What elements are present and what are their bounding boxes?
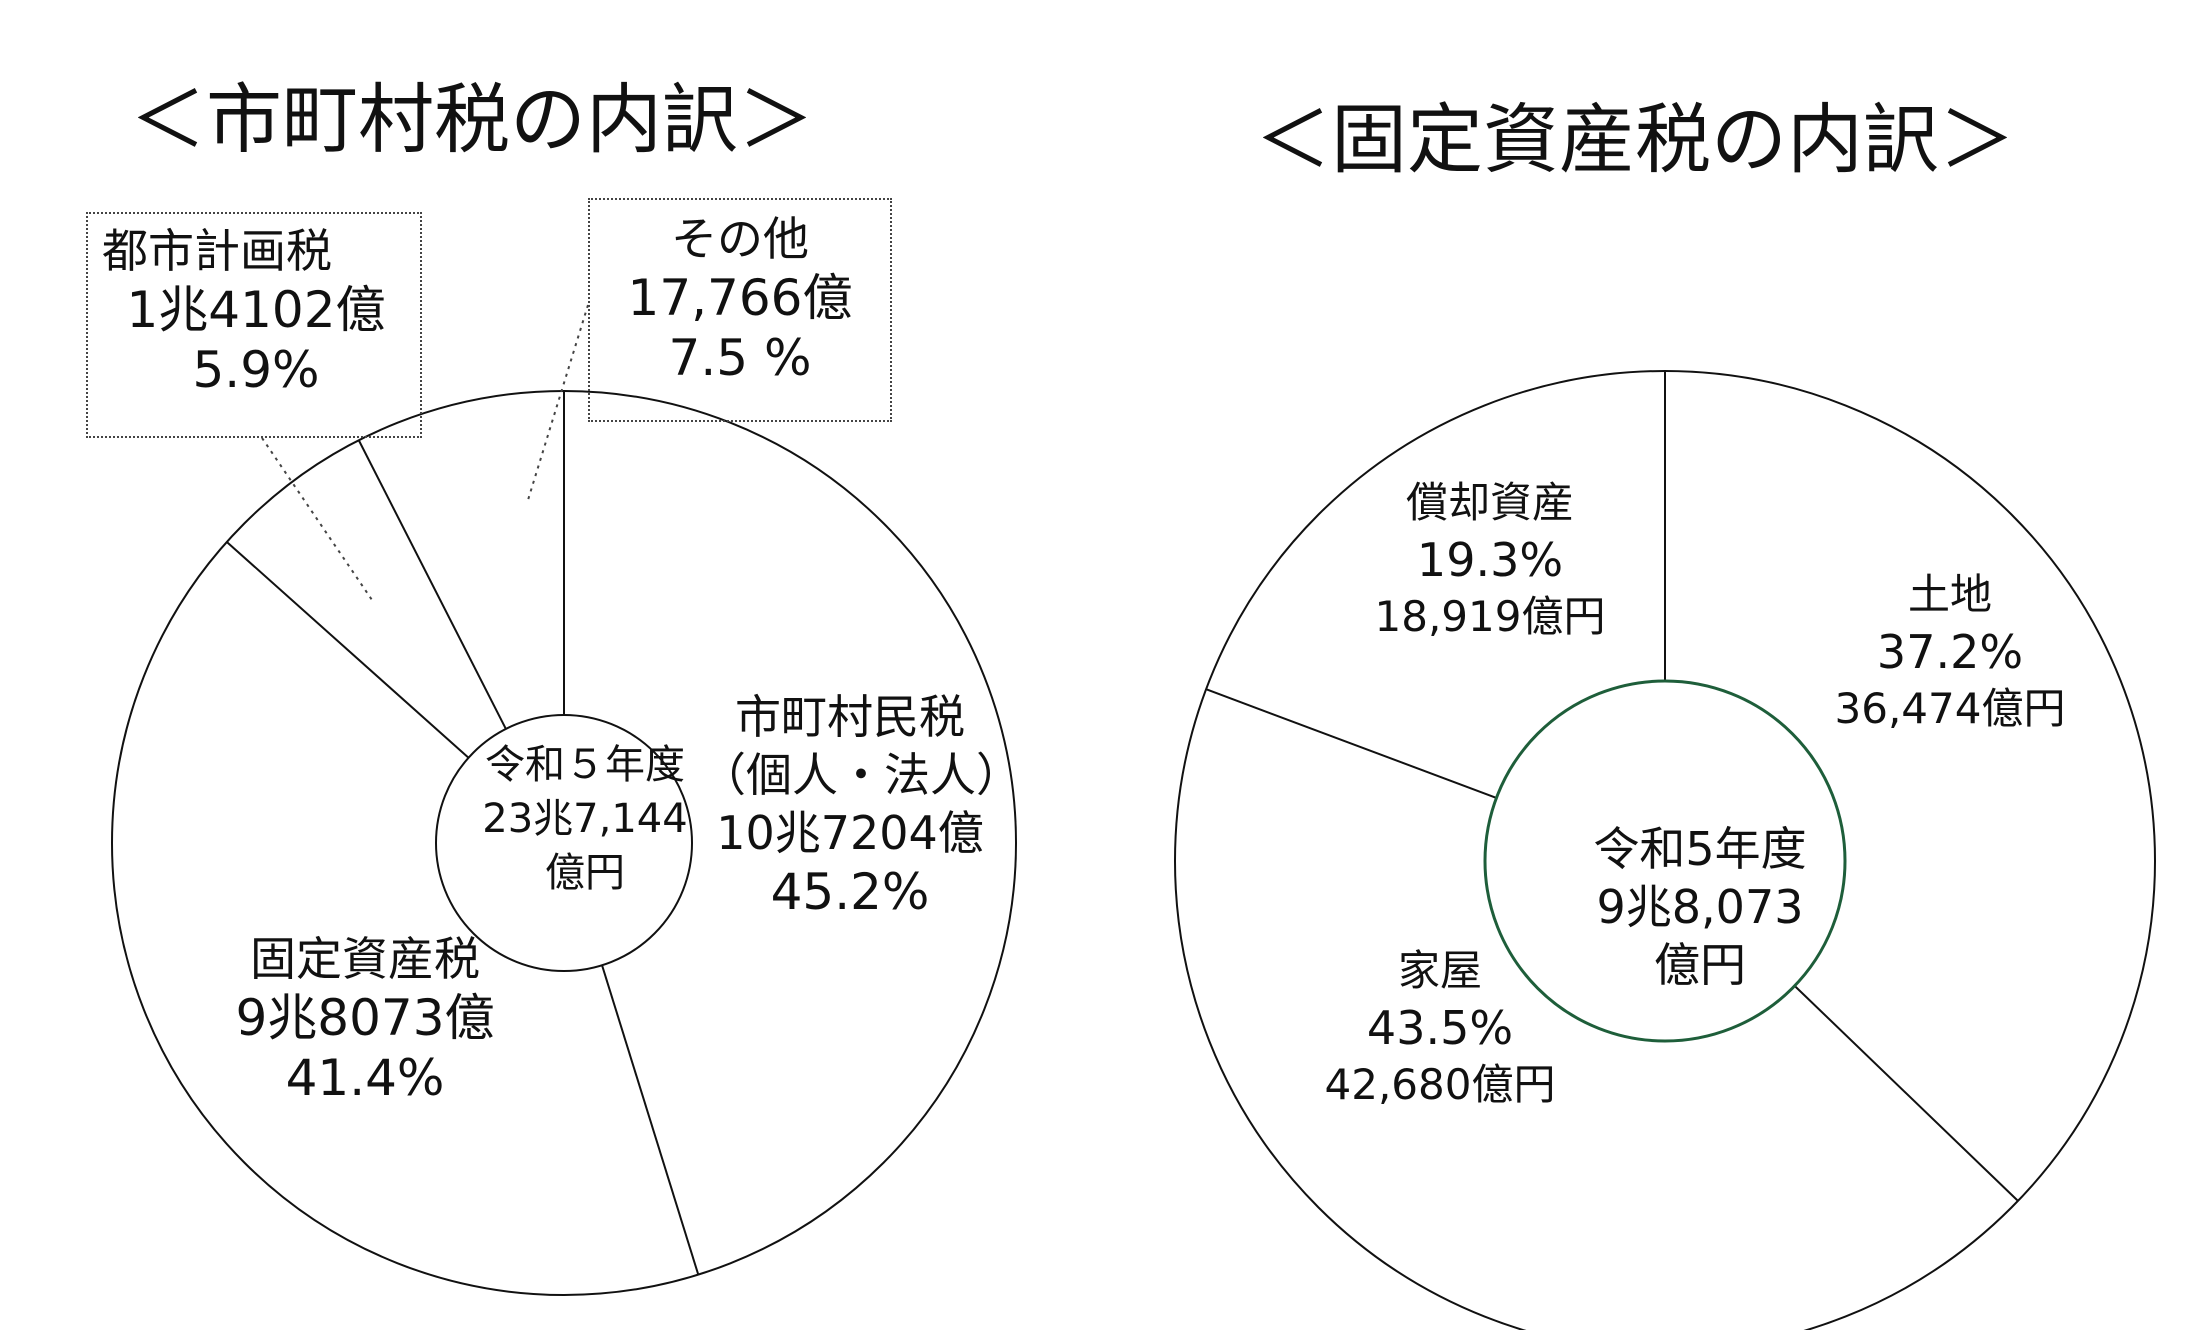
kotei-label: 固定資産税 9兆8073億 41.4% (200, 930, 530, 1108)
right-center-line-2: 9兆8,073 (1596, 880, 1804, 934)
left-pie-slice-boundary-3 (357, 439, 507, 730)
right-pie-chart (1174, 370, 2156, 1330)
shimin-percent: 45.2% (770, 863, 930, 921)
left-center-line-3: 億円 (545, 850, 625, 896)
right-center-line-1: 令和5年度 (1593, 822, 1807, 876)
tochi-percent: 37.2% (1876, 625, 2024, 679)
left-pie-chart (111, 304, 1017, 1296)
kotei-amount: 9兆8073億 (235, 989, 495, 1047)
shimin-name-sub: （個人・法人） (700, 748, 1022, 802)
shokyaku-percent: 19.3% (1416, 533, 1564, 587)
left-pie-slice-boundary-1 (601, 964, 700, 1275)
left-center-line-1: 令和５年度 (485, 742, 685, 788)
shokyaku-amount: 18,919億円 (1374, 592, 1606, 641)
shimin-name: 市町村民税 (735, 690, 965, 744)
left-center-line-2: 23兆7,144 (482, 796, 688, 842)
toshi-callout-box (86, 212, 422, 438)
tochi-amount: 36,474億円 (1834, 684, 2066, 733)
tochi-label: 土地 37.2% 36,474億円 (1800, 566, 2100, 738)
right-pie-slice-boundary-2 (1205, 688, 1497, 799)
sonota-percent: 7.5 % (668, 329, 812, 387)
shokyaku-label: 償却資産 19.3% 18,919億円 (1340, 474, 1640, 646)
toshi-amount: 1兆4102億 (126, 281, 386, 339)
sonota-amount: 17,766億 (627, 269, 853, 327)
sonota-callout-box (588, 198, 892, 422)
left-pie-slice-boundary-2 (226, 541, 470, 759)
right-pie-slice-boundary-1 (1793, 985, 2019, 1202)
left-center-label: 令和５年度 23兆7,144 億円 (440, 738, 730, 900)
toshi-leader-line (261, 437, 373, 601)
toshi-percent: 5.9% (192, 341, 320, 399)
sonota-leader-line (527, 304, 589, 501)
shimin-label: 市町村民税 （個人・法人） 10兆7204億 45.2% (700, 688, 1022, 922)
toshi-name: 都市計画税 (102, 224, 332, 278)
right-center-line-3: 億円 (1654, 938, 1746, 992)
shokyaku-name: 償却資産 (1405, 478, 1574, 527)
right-chart-title: ＜固定資産税の内訳＞ (1255, 95, 2015, 184)
kaoku-percent: 43.5% (1366, 1001, 1514, 1055)
kotei-name: 固定資産税 (250, 932, 480, 986)
sonota-label: その他 17,766億 7.5 % (590, 210, 890, 388)
left-pie-inner-circle (435, 714, 693, 972)
kaoku-label: 家屋 43.5% 42,680億円 (1280, 942, 1600, 1114)
sonota-name: その他 (671, 212, 809, 266)
shimin-amount: 10兆7204億 (716, 806, 984, 860)
left-chart-title: ＜市町村税の内訳＞ (130, 75, 814, 164)
kaoku-name: 家屋 (1397, 946, 1482, 995)
right-center-label: 令和5年度 9兆8,073 億円 (1540, 820, 1860, 994)
kaoku-amount: 42,680億円 (1324, 1060, 1556, 1109)
right-pie-inner-circle (1483, 679, 1847, 1043)
tochi-name: 土地 (1907, 570, 1992, 619)
kotei-percent: 41.4% (285, 1049, 445, 1107)
toshi-label: 都市計画税 1兆4102億 5.9% (96, 222, 416, 400)
